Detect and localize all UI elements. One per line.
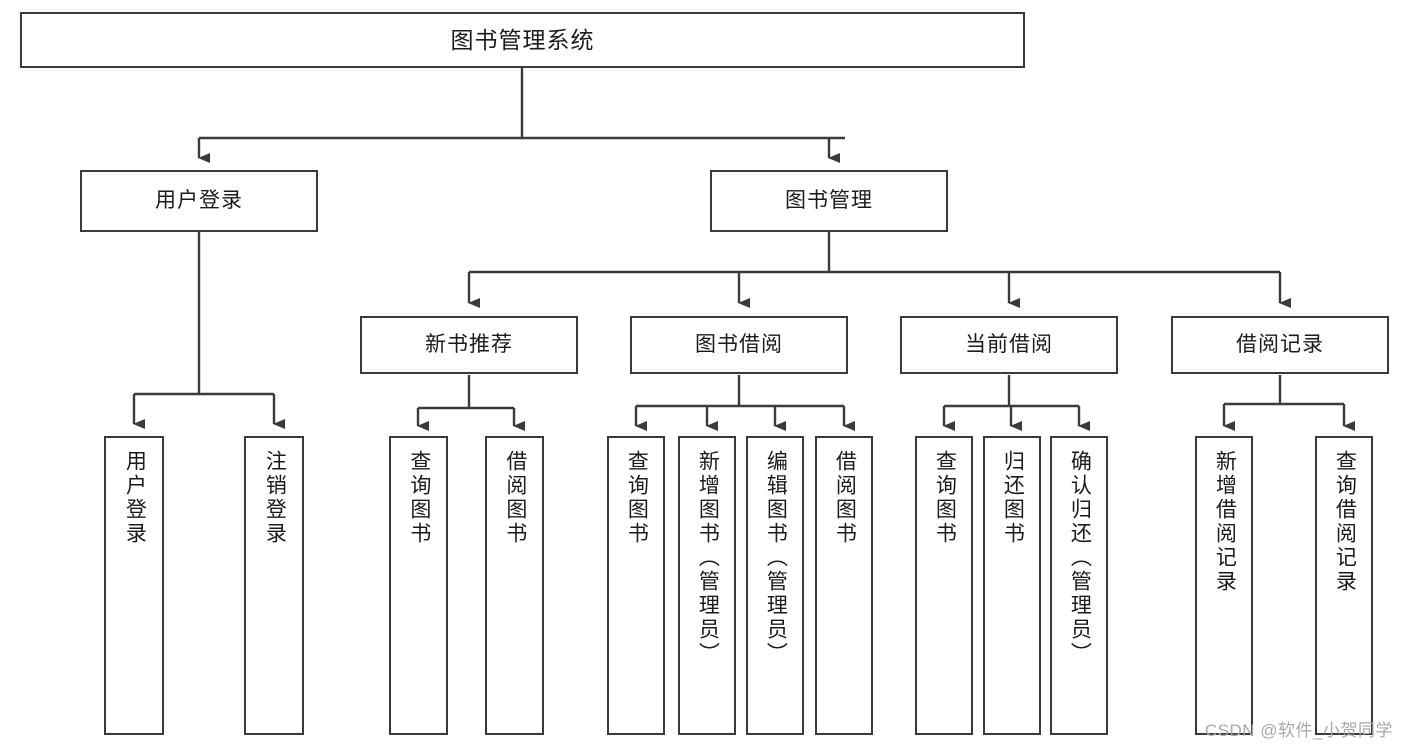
node-new-book-recommend[interactable]: 新书推荐	[360, 316, 578, 374]
leaf-borrow-edit-book[interactable]: 编辑图书（管理员）	[746, 436, 804, 735]
node-user-login-label: 用户登录	[155, 188, 243, 212]
leaf-borrow-add-book[interactable]: 新增图书（管理员）	[678, 436, 736, 735]
node-current-borrow-label: 当前借阅	[965, 332, 1053, 356]
node-user-login[interactable]: 用户登录	[80, 170, 318, 232]
leaf-current-confirm-return[interactable]: 确认归还（管理员）	[1050, 436, 1108, 735]
node-new-book-recommend-label: 新书推荐	[425, 332, 513, 356]
leaf-current-return-book[interactable]: 归还图书	[983, 436, 1041, 735]
leaf-user-login-signin-label: 用户登录	[123, 450, 147, 546]
csdn-watermark: CSDN @软件_小贺同学	[1204, 721, 1393, 740]
leaf-current-query-book-label: 查询图书	[933, 450, 957, 546]
leaf-new-book-query-label: 查询图书	[407, 450, 431, 546]
node-borrow-record[interactable]: 借阅记录	[1171, 316, 1389, 374]
node-root[interactable]: 图书管理系统	[20, 12, 1025, 68]
leaf-record-query[interactable]: 查询借阅记录	[1315, 436, 1373, 735]
leaf-record-query-label: 查询借阅记录	[1333, 450, 1357, 594]
leaf-new-book-query[interactable]: 查询图书	[389, 436, 448, 735]
leaf-user-login-signout-label: 注销登录	[263, 450, 287, 546]
leaf-current-return-book-label: 归还图书	[1001, 450, 1025, 546]
node-book-management-label: 图书管理	[785, 188, 873, 212]
leaf-borrow-query-book[interactable]: 查询图书	[607, 436, 665, 735]
node-book-borrow[interactable]: 图书借阅	[630, 316, 848, 374]
leaf-borrow-add-book-label: 新增图书（管理员）	[696, 450, 720, 666]
leaf-user-login-signin[interactable]: 用户登录	[104, 436, 164, 735]
leaf-borrow-borrow-book[interactable]: 借阅图书	[815, 436, 873, 735]
node-borrow-record-label: 借阅记录	[1236, 332, 1324, 356]
leaf-current-query-book[interactable]: 查询图书	[915, 436, 973, 735]
node-root-label: 图书管理系统	[450, 26, 595, 53]
leaf-borrow-borrow-book-label: 借阅图书	[833, 450, 857, 546]
leaf-borrow-edit-book-label: 编辑图书（管理员）	[764, 450, 788, 666]
leaf-borrow-query-book-label: 查询图书	[625, 450, 649, 546]
leaf-record-add[interactable]: 新增借阅记录	[1195, 436, 1253, 735]
leaf-new-book-borrow-label: 借阅图书	[503, 450, 527, 546]
node-book-management[interactable]: 图书管理	[710, 170, 948, 232]
node-current-borrow[interactable]: 当前借阅	[900, 316, 1118, 374]
node-book-borrow-label: 图书借阅	[695, 332, 783, 356]
leaf-user-login-signout[interactable]: 注销登录	[244, 436, 304, 735]
leaf-record-add-label: 新增借阅记录	[1213, 450, 1237, 594]
leaf-current-confirm-return-label: 确认归还（管理员）	[1068, 450, 1092, 666]
leaf-new-book-borrow[interactable]: 借阅图书	[485, 436, 544, 735]
